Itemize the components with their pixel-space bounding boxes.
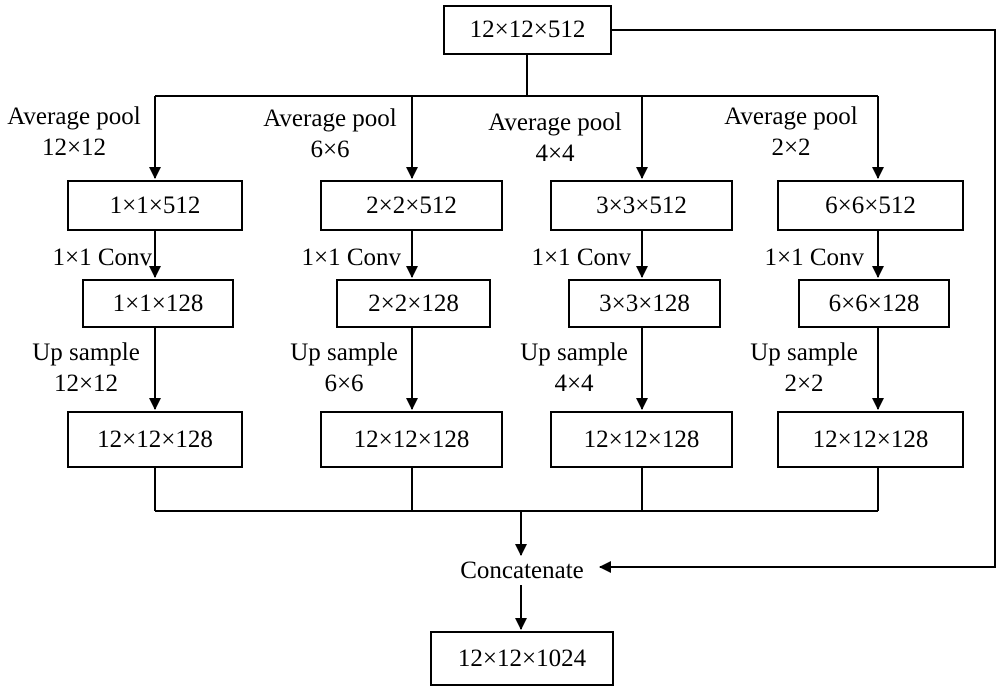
output-feature-box: 12×12×1024 xyxy=(430,631,614,686)
pool-type-text: Average pool xyxy=(7,103,141,130)
pool-type-text: Average pool xyxy=(263,105,397,132)
pool-label-1: Average pool 12×12 xyxy=(0,101,148,163)
upsample-type-text: Up sample xyxy=(32,339,140,366)
upsample-label-1: Up sample 12×12 xyxy=(30,337,142,399)
upsample-label-3: Up sample 4×4 xyxy=(518,337,630,399)
pool-label-3: Average pool 4×4 xyxy=(480,107,630,169)
pooled-box-3: 3×3×512 xyxy=(550,180,733,231)
pool-size-text: 12×12 xyxy=(41,134,107,161)
conv-out-box-2: 2×2×128 xyxy=(336,279,491,328)
pool-type-text: Average pool xyxy=(724,103,858,130)
skip-connection-arrow xyxy=(599,29,996,573)
pool-size-text: 2×2 xyxy=(771,134,811,161)
upsample-label-4: Up sample 2×2 xyxy=(748,337,860,399)
conv-label-1: 1×1 Conv xyxy=(52,244,152,271)
upsample-size-text: 12×12 xyxy=(53,370,119,397)
input-feature-box: 12×12×512 xyxy=(443,5,612,55)
conv-out-box-1: 1×1×128 xyxy=(82,279,234,328)
upsample-type-text: Up sample xyxy=(520,339,628,366)
pooled-box-2: 2×2×512 xyxy=(320,180,503,231)
upsample-type-text: Up sample xyxy=(750,339,858,366)
conv-label-2: 1×1 Conv xyxy=(301,244,401,271)
conv-label-4: 1×1 Conv xyxy=(764,244,864,271)
upsample-type-text: Up sample xyxy=(290,339,398,366)
conv-out-box-3: 3×3×128 xyxy=(568,279,721,328)
upsampled-box-2: 12×12×128 xyxy=(320,411,503,468)
conv-label-3: 1×1 Conv xyxy=(531,244,631,271)
pooled-box-4: 6×6×512 xyxy=(777,180,964,231)
pool-label-4: Average pool 2×2 xyxy=(715,101,867,163)
conv-out-box-4: 6×6×128 xyxy=(798,279,950,328)
upsampled-box-1: 12×12×128 xyxy=(67,411,243,468)
upsampled-box-3: 12×12×128 xyxy=(550,411,733,468)
upsample-size-text: 4×4 xyxy=(554,370,594,397)
upsample-label-2: Up sample 6×6 xyxy=(288,337,400,399)
pool-size-text: 6×6 xyxy=(310,136,350,163)
upsample-size-text: 2×2 xyxy=(784,370,824,397)
pooled-box-1: 1×1×512 xyxy=(67,180,243,231)
concatenate-label: Concatenate xyxy=(460,557,584,584)
pool-label-2: Average pool 6×6 xyxy=(255,103,405,165)
upsampled-box-4: 12×12×128 xyxy=(777,411,964,468)
pool-type-text: Average pool xyxy=(488,109,622,136)
pool-size-text: 4×4 xyxy=(535,140,575,167)
upsample-size-text: 6×6 xyxy=(324,370,364,397)
